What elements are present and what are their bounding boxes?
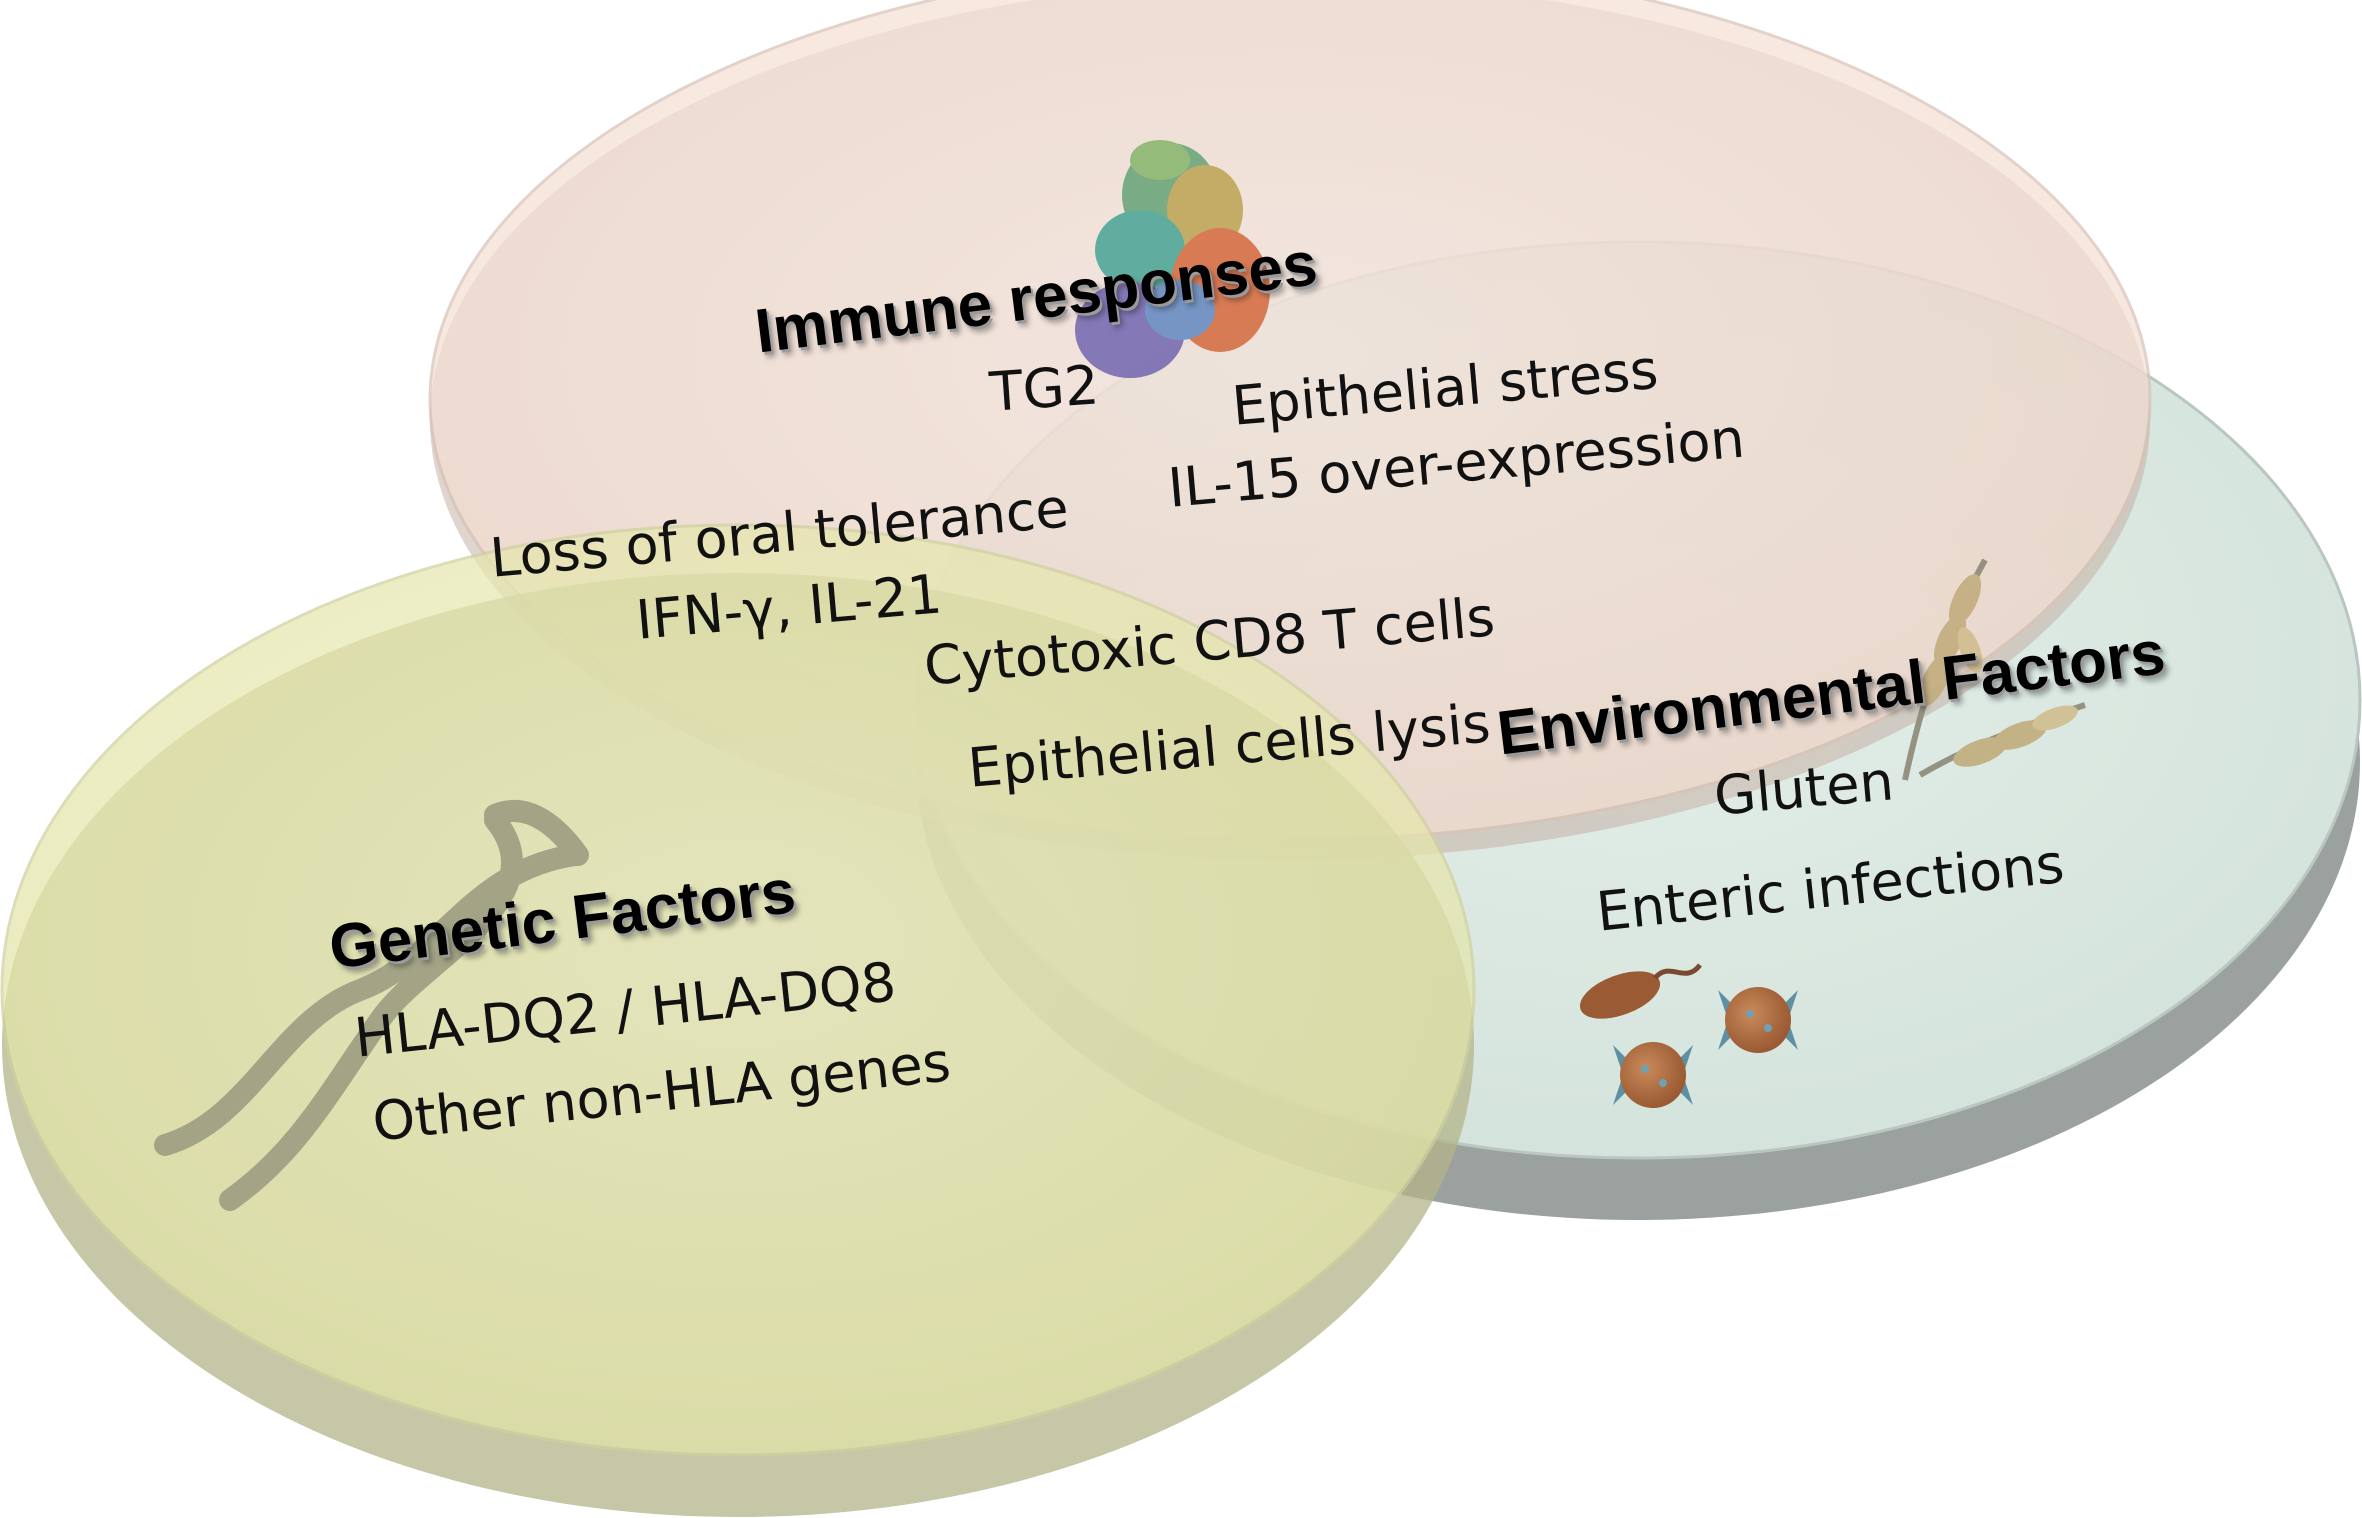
microbe-icon <box>1579 963 1798 1108</box>
dna-helix-icon <box>154 800 589 1211</box>
immune-item-tg2: TG2 <box>987 353 1101 424</box>
genetic-circle <box>0 523 1476 1517</box>
protein-structure-icon <box>1075 140 1270 378</box>
environmental-item-gluten: Gluten <box>1711 749 1897 828</box>
wheat-icon <box>1902 558 2086 781</box>
